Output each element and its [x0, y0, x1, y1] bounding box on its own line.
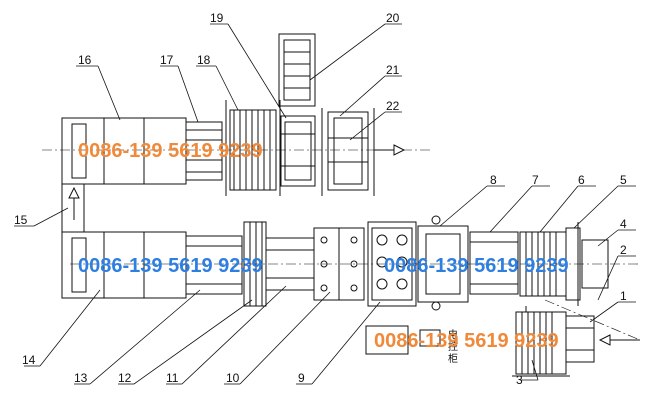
label-7: 7 — [532, 173, 539, 187]
label-18: 18 — [197, 53, 211, 67]
label-15: 15 — [14, 213, 28, 227]
label-9: 9 — [298, 371, 305, 385]
label-3: 3 — [516, 373, 523, 387]
bottom-right-assembly — [512, 306, 595, 377]
label-22: 22 — [386, 99, 400, 113]
label-12: 12 — [118, 371, 132, 385]
part-numbers: 1 2 3 4 5 6 7 8 9 10 11 12 13 14 15 16 1… — [14, 11, 627, 387]
centerlines — [42, 149, 641, 341]
return-section-15 — [61, 183, 85, 233]
label-6: 6 — [578, 173, 585, 187]
label-4: 4 — [620, 217, 627, 231]
input-arrow — [598, 334, 640, 346]
output-arrow — [374, 144, 406, 156]
control-box-label-1: 电 — [448, 328, 458, 341]
control-box-label-3: 柜 — [448, 352, 458, 365]
label-13: 13 — [74, 371, 88, 385]
unit-19 — [280, 115, 316, 187]
watermarks: 0086-139 5619 9239 0086-139 5619 9239 00… — [78, 140, 569, 352]
label-1: 1 — [620, 289, 627, 303]
control-box-label-2: 控 — [448, 340, 458, 353]
unit-21 — [327, 111, 369, 191]
label-16: 16 — [78, 53, 92, 67]
leader-lines — [14, 23, 636, 385]
unit-18 — [229, 109, 277, 191]
watermark-lower-right: 0086-139 5619 9239 — [384, 255, 569, 277]
watermark-upper: 0086-139 5619 9239 — [78, 140, 263, 162]
watermark-bottom: 0086-139 5619 9239 — [374, 330, 559, 352]
upper-line — [61, 33, 375, 196]
unit-20 — [278, 33, 316, 107]
label-10: 10 — [226, 371, 240, 385]
label-2: 2 — [620, 243, 627, 257]
label-14: 14 — [22, 353, 36, 367]
label-17: 17 — [160, 53, 174, 67]
lower-line — [61, 215, 609, 311]
unit-17 — [185, 121, 223, 181]
label-11: 11 — [166, 371, 179, 385]
label-19: 19 — [210, 11, 224, 25]
label-5: 5 — [620, 173, 627, 187]
label-20: 20 — [386, 11, 400, 25]
unit-5 — [565, 227, 581, 301]
unit-1 — [565, 315, 595, 363]
unit-8 — [417, 225, 469, 303]
unit-13 — [185, 235, 243, 295]
watermark-lower-left: 0086-139 5619 9239 — [78, 255, 263, 277]
control-box — [365, 325, 441, 355]
label-21: 21 — [386, 63, 400, 77]
unit-7 — [469, 231, 519, 295]
label-8: 8 — [490, 173, 497, 187]
unit-4 — [581, 239, 609, 289]
unit-9 — [367, 221, 417, 307]
